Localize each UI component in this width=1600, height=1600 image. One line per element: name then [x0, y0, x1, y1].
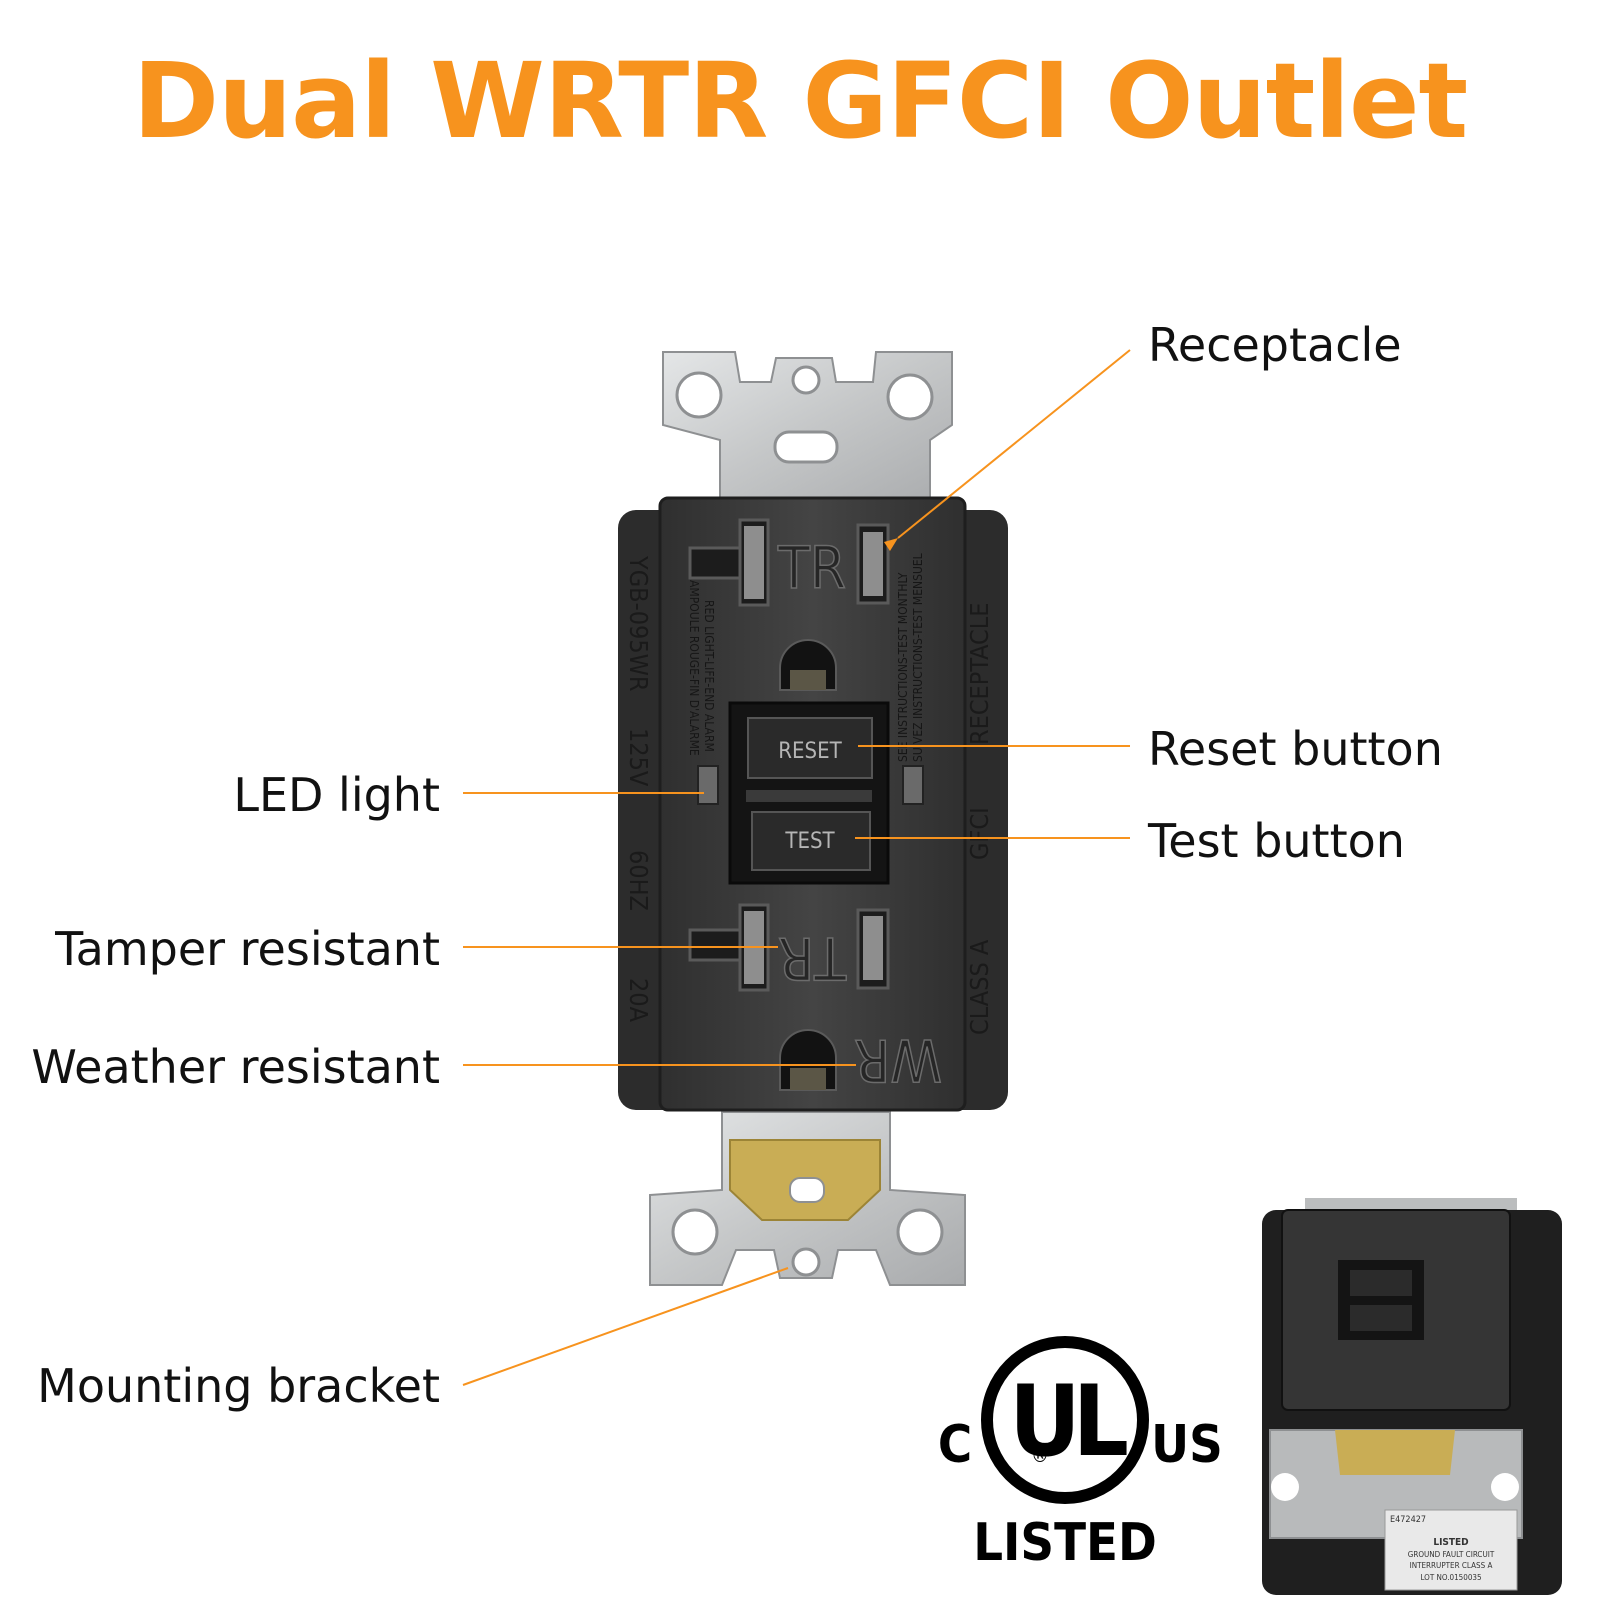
receptacle-top — [688, 518, 890, 691]
callout-mounting-bracket: Mounting bracket — [37, 1359, 440, 1413]
ul-c-letter: C — [938, 1415, 972, 1475]
ul-listed-text: LISTED — [973, 1513, 1157, 1573]
test-button[interactable] — [751, 811, 871, 871]
ul-registered-mark: ® — [1031, 1443, 1049, 1467]
frequency-marking: 60HZ — [624, 850, 653, 911]
thumbnail-label-line1: GROUND FAULT CIRCUIT — [1408, 1550, 1495, 1559]
callout-receptacle: Receptacle — [1148, 318, 1402, 372]
class-marking: CLASS A — [965, 939, 994, 1035]
instructions-2: SUIVEZ INSTRUCTIONS-TEST MENSUEL — [911, 553, 925, 762]
tr-top-marking: TR — [777, 534, 846, 602]
voltage-marking: 125V — [624, 728, 653, 787]
mounting-bracket — [649, 1111, 966, 1286]
reset-label: RESET — [778, 739, 842, 764]
callout-reset-button: Reset button — [1148, 722, 1443, 776]
receptacle-bottom — [688, 903, 890, 1091]
outlet-body: TR TR WR RESET TEST YGB-095WR 125V 60HZ … — [618, 496, 1008, 1112]
thumbnail-label-line2: INTERRUPTER CLASS A — [1410, 1561, 1493, 1570]
led-note-2: AMPOULE ROUGE-FIN D'ALARME — [687, 580, 701, 756]
test-label: TEST — [784, 829, 835, 854]
thumbnail-label-listed: LISTED — [1433, 1537, 1468, 1548]
led-light-right — [902, 765, 924, 805]
ul-listed-logo: UL ® C US LISTED — [938, 1336, 1223, 1573]
callout-led-light: LED light — [233, 768, 440, 822]
led-note-1: RED LIGHT-LIFE-END ALARM — [702, 600, 716, 752]
tr-bottom-marking: TR — [778, 924, 847, 992]
ul-letters: UL — [1009, 1365, 1127, 1479]
ul-us-letters: US — [1151, 1415, 1223, 1475]
top-mounting-ear — [662, 351, 953, 506]
reset-test-panel — [728, 701, 890, 885]
amperage-marking: 20A — [624, 978, 653, 1023]
instructions-1: SEE INSTRUCTIONS-TEST MONTHLY — [896, 572, 910, 762]
reset-button[interactable] — [747, 717, 873, 779]
callout-weather-resistant: Weather resistant — [31, 1040, 440, 1094]
thumbnail-label-lot: LOT NO.0150035 — [1420, 1573, 1481, 1582]
page-title: Dual WRTR GFCI Outlet — [132, 40, 1468, 162]
wr-marking: WR — [854, 1026, 942, 1094]
model-marking: YGB-095WR — [624, 555, 653, 692]
callout-tamper-resistant: Tamper resistant — [55, 922, 440, 976]
leader-lines — [462, 349, 1131, 1386]
thumbnail-label-number: E472427 — [1390, 1515, 1426, 1525]
outlet-thumbnail: E472427 LISTED GROUND FAULT CIRCUIT INTE… — [1262, 1198, 1562, 1595]
led-light — [697, 765, 719, 805]
gfci-marking: GFCI — [965, 807, 994, 860]
callout-test-button: Test button — [1148, 814, 1405, 868]
receptacle-marking: RECEPTACLE — [965, 603, 994, 746]
